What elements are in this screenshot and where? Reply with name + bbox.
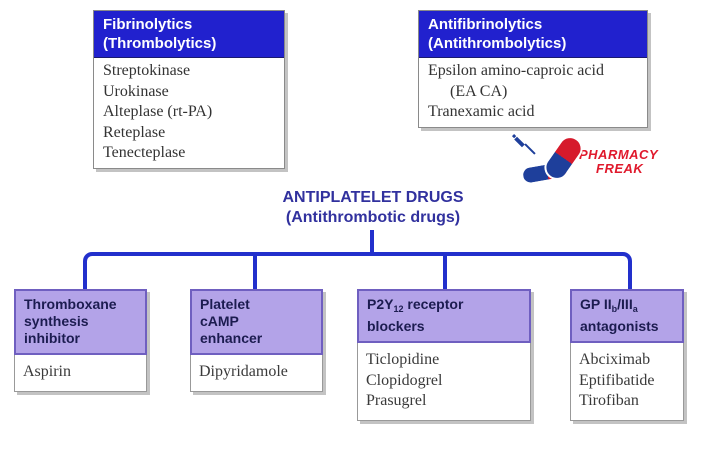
syringe-icon — [524, 143, 536, 155]
drug-item: Clopidogrel — [366, 371, 443, 389]
syringe-icon — [512, 135, 527, 149]
connector-drop — [253, 256, 257, 290]
drug-item: Prasugrel — [366, 392, 427, 409]
drug-item: Epsilon amino-caproic acid — [428, 62, 604, 79]
drug-item: Urokinase — [103, 82, 169, 100]
drug-item: Streptokinase — [103, 62, 191, 79]
drug-item: Aspirin — [23, 363, 71, 380]
title-line1: ANTIPLATELET DRUGS — [282, 189, 464, 206]
header-line: P2Y12 receptor — [367, 296, 522, 318]
fibrinolytics-list: Streptokinase Urokinase Alteplase (rt-PA… — [94, 58, 284, 168]
camp-enhancer-box: Platelet cAMP enhancer Dipyridamole — [190, 289, 323, 392]
camp-enhancer-header: Platelet cAMP enhancer — [190, 289, 323, 355]
antifibrinolytics-list: Epsilon amino-caproic acid (EA CA) Trane… — [419, 58, 647, 127]
antifibrinolytics-header: Antifibrinolytics (Antithrombolytics) — [419, 11, 647, 58]
header-line: cAMP — [200, 313, 239, 329]
subscript-text: 12 — [393, 304, 404, 314]
fibrinolytics-header: Fibrinolytics (Thrombolytics) — [94, 11, 284, 58]
drug-item: Alteplase (rt-PA) — [103, 103, 213, 120]
drug-item: Reteplase — [103, 123, 166, 141]
header-line: Platelet — [200, 296, 250, 312]
header-line: synthesis — [24, 313, 89, 329]
gp2b3a-antagonists-list: Abciximab Eptifibatide Tirofiban — [570, 343, 684, 421]
logo-line1: PHARMACY — [579, 147, 659, 162]
connector-drop — [443, 256, 447, 290]
drug-item: Tranexamic acid — [428, 103, 535, 120]
header-text: receptor — [403, 296, 464, 312]
drug-item: Tenecteplase — [103, 144, 186, 161]
drug-item: Tirofiban — [579, 392, 639, 409]
fibrinolytics-title-line1: Fibrinolytics — [103, 16, 193, 33]
antifibrinolytics-title-line1: Antifibrinolytics — [428, 16, 543, 33]
header-line: inhibitor — [24, 330, 80, 346]
thromboxane-inhibitor-box: Thromboxane synthesis inhibitor Aspirin — [14, 289, 147, 392]
drug-item: Eptifibatide — [579, 371, 655, 389]
connector-stem — [370, 230, 374, 256]
header-line: GP IIb/IIIa — [580, 296, 675, 318]
subscript-text: a — [632, 304, 638, 314]
drug-item: Ticlopidine — [366, 351, 440, 368]
logo-line2: FREAK — [596, 161, 644, 176]
title-line2: (Antithrombotic drugs) — [285, 209, 461, 226]
p2y12-blockers-list: Ticlopidine Clopidogrel Prasugrel — [357, 343, 531, 421]
drug-item-abbreviation: (EA CA) — [450, 82, 508, 100]
camp-enhancer-list: Dipyridamole — [190, 355, 323, 392]
p2y12-blockers-header: P2Y12 receptor blockers — [357, 289, 531, 343]
antifibrinolytics-title-line2: (Antithrombolytics) — [428, 35, 567, 52]
subscript-text: b — [611, 304, 618, 314]
drug-item: Abciximab — [579, 351, 651, 368]
header-line: blockers — [367, 318, 425, 334]
fibrinolytics-title-line2: (Thrombolytics) — [103, 35, 217, 52]
header-line: antagonists — [580, 318, 659, 334]
gp2b3a-antagonists-box: GP IIb/IIIa antagonists Abciximab Eptifi… — [570, 289, 684, 421]
logo-wordmark: PHARMACY FREAK — [579, 148, 658, 176]
header-line: Thromboxane — [24, 296, 117, 312]
thromboxane-inhibitor-list: Aspirin — [14, 355, 147, 392]
thromboxane-inhibitor-header: Thromboxane synthesis inhibitor — [14, 289, 147, 355]
header-line: enhancer — [200, 330, 263, 346]
drug-item: Dipyridamole — [199, 363, 288, 380]
pharmacy-freak-logo: PHARMACY FREAK — [505, 131, 660, 192]
fibrinolytics-box: Fibrinolytics (Thrombolytics) Streptokin… — [93, 10, 285, 169]
header-text: GP II — [580, 296, 612, 312]
antiplatelet-drugs-title: ANTIPLATELET DRUGS (Antithrombotic drugs… — [213, 188, 533, 228]
gp2b3a-antagonists-header: GP IIb/IIIa antagonists — [570, 289, 684, 343]
antifibrinolytics-box: Antifibrinolytics (Antithrombolytics) Ep… — [418, 10, 648, 128]
header-text: /III — [617, 296, 633, 312]
p2y12-blockers-box: P2Y12 receptor blockers Ticlopidine Clop… — [357, 289, 531, 421]
header-text: P2Y — [367, 296, 394, 312]
connector-bracket — [83, 252, 632, 290]
